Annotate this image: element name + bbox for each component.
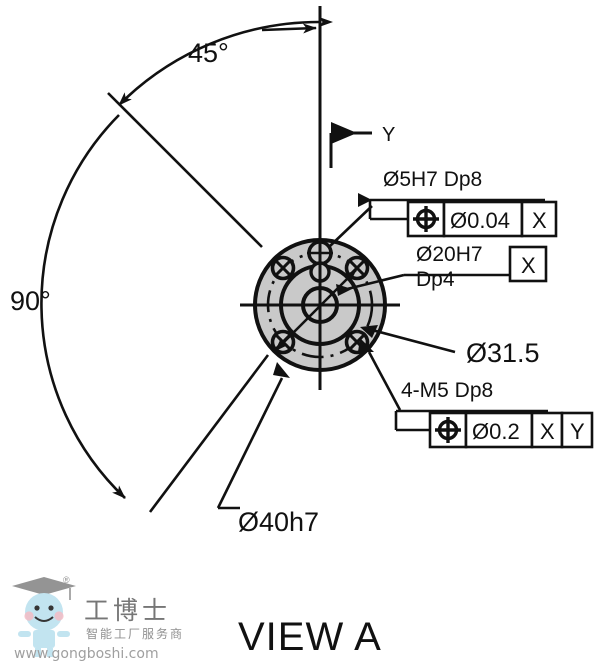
callout-threads-4-m5: 4-M5 Dp8 Ø0.2 X Y [358, 338, 594, 449]
callout-bore-20h7: Ø20H7 Dp4 X [336, 243, 548, 296]
fcf-5h7: Ø0.04 X [406, 200, 558, 238]
callout-note-4m5: 4-M5 Dp8 [401, 379, 493, 402]
threaded-hole-upper-left [270, 255, 296, 281]
angular-dimension-90: 90° [10, 114, 270, 513]
datum-y-indicator: Y [329, 122, 395, 168]
ext-line-45 [107, 92, 263, 248]
watermark-tagline: 智能工厂服务商 [86, 626, 184, 641]
callout-hole-5h7: Ø5H7 Dp8 Ø0.04 X [329, 168, 558, 247]
dimension-dia-40h7: Ø40h7 [216, 362, 319, 537]
leader-arrowhead-40h7 [273, 362, 290, 378]
leader-arrowhead-4m5 [358, 338, 374, 352]
ext-line-90 [148, 354, 270, 513]
dimension-label-90: 90° [10, 286, 51, 316]
leader-line-4m5 [367, 351, 402, 411]
fcf-tolerance-value-5h7: Ø0.04 [450, 208, 510, 233]
fcf-datum-y-4m5: Y [570, 419, 585, 444]
fcf-datum-x-4m5: X [540, 419, 555, 444]
watermark-mascot-icon: ® [12, 575, 76, 657]
fcf-4m5: Ø0.2 X Y [428, 411, 594, 449]
callout-note-20h7-line2: Dp4 [416, 268, 455, 291]
fcf-tolerance-value-4m5: Ø0.2 [472, 419, 520, 444]
dimension-label-dia40h7: Ø40h7 [238, 507, 319, 537]
leader-line-5h7 [329, 205, 373, 247]
position-symbol-icon-4m5 [435, 417, 461, 443]
arc-90 [40, 114, 126, 499]
leader-line-31-5 [371, 328, 456, 354]
watermark: ® 工博士 智能工厂服务商 www.gongboshi.com [12, 575, 184, 662]
leader-arrowhead-31-5 [360, 325, 378, 338]
view-title: VIEW A [238, 615, 382, 659]
arc-45 [118, 16, 333, 106]
datum-label-y: Y [382, 124, 395, 146]
watermark-brand: 工博士 [84, 596, 171, 625]
datum-box-20h7 [508, 245, 548, 283]
datum-y-arrowhead [331, 122, 357, 144]
leader-line-40h7 [216, 377, 284, 509]
dimension-label-45: 45° [188, 38, 229, 68]
watermark-registered-mark: ® [63, 575, 70, 585]
fcf-datum-cell-5h7 [520, 200, 558, 238]
top-reference-arrow [261, 23, 317, 34]
fcf-datum-y-cell-4m5 [560, 411, 594, 449]
fcf-datum-x-5h7: X [532, 208, 547, 233]
dimension-label-dia31-5: Ø31.5 [466, 338, 540, 368]
watermark-url: www.gongboshi.com [14, 646, 159, 662]
fcf-datum-x-cell-4m5 [530, 411, 564, 449]
callout-note-20h7-line1: Ø20H7 [416, 243, 483, 266]
position-symbol-icon-5h7 [413, 206, 439, 232]
angular-dimension-45: 45° [107, 16, 333, 248]
leader-arrowhead-5h7 [358, 193, 372, 207]
dimension-dia-31-5: Ø31.5 [360, 325, 540, 368]
callout-note-5h7: Ø5H7 Dp8 [383, 168, 482, 191]
bolt-circle-internal-arrows [274, 269, 357, 352]
internal-dim-arrow-31-5 [274, 269, 357, 352]
datum-box-label-20h7: X [521, 253, 536, 278]
